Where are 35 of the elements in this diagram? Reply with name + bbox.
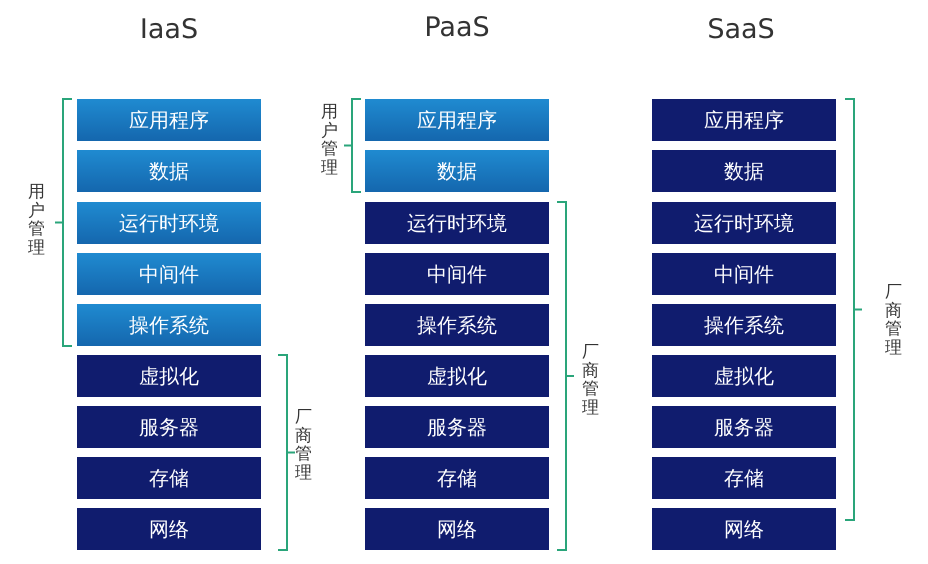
management-scope-label: 用户管理: [321, 103, 338, 178]
user-managed-layer-box: 数据: [365, 150, 549, 192]
column-title: IaaS: [140, 14, 198, 45]
vendor-managed-layer-box: 中间件: [652, 253, 836, 295]
vendor-managed-layer-box: 运行时环境: [652, 202, 836, 244]
vendor-managed-layer-box: 存储: [77, 457, 261, 499]
vendor-managed-layer-box: 虚拟化: [365, 355, 549, 397]
user-managed-layer-box: 应用程序: [77, 99, 261, 141]
vendor-managed-layer-box: 网络: [365, 508, 549, 550]
vendor-managed-layer-box: 服务器: [652, 406, 836, 448]
column-title: SaaS: [707, 14, 775, 45]
vendor-managed-layer-box: 运行时环境: [365, 202, 549, 244]
management-scope-label: 厂商管理: [295, 408, 312, 483]
vendor-managed-layer-box: 网络: [652, 508, 836, 550]
vendor-managed-layer-box: 操作系统: [652, 304, 836, 346]
vendor-managed-layer-box: 应用程序: [652, 99, 836, 141]
user-managed-layer-box: 数据: [77, 150, 261, 192]
vendor-managed-layer-box: 服务器: [365, 406, 549, 448]
vendor-managed-layer-box: 中间件: [365, 253, 549, 295]
vendor-managed-layer-box: 存储: [652, 457, 836, 499]
vendor-managed-layer-box: 网络: [77, 508, 261, 550]
vendor-managed-layer-box: 服务器: [77, 406, 261, 448]
vendor-managed-layer-box: 数据: [652, 150, 836, 192]
management-scope-label: 厂商管理: [582, 343, 599, 418]
user-managed-layer-box: 应用程序: [365, 99, 549, 141]
vendor-managed-layer-box: 虚拟化: [652, 355, 836, 397]
user-managed-layer-box: 中间件: [77, 253, 261, 295]
column-title: PaaS: [424, 12, 490, 43]
vendor-managed-layer-box: 操作系统: [365, 304, 549, 346]
management-scope-label: 厂商管理: [885, 283, 902, 358]
user-managed-layer-box: 操作系统: [77, 304, 261, 346]
management-scope-label: 用户管理: [28, 183, 45, 258]
user-managed-layer-box: 运行时环境: [77, 202, 261, 244]
vendor-managed-layer-box: 存储: [365, 457, 549, 499]
vendor-managed-layer-box: 虚拟化: [77, 355, 261, 397]
